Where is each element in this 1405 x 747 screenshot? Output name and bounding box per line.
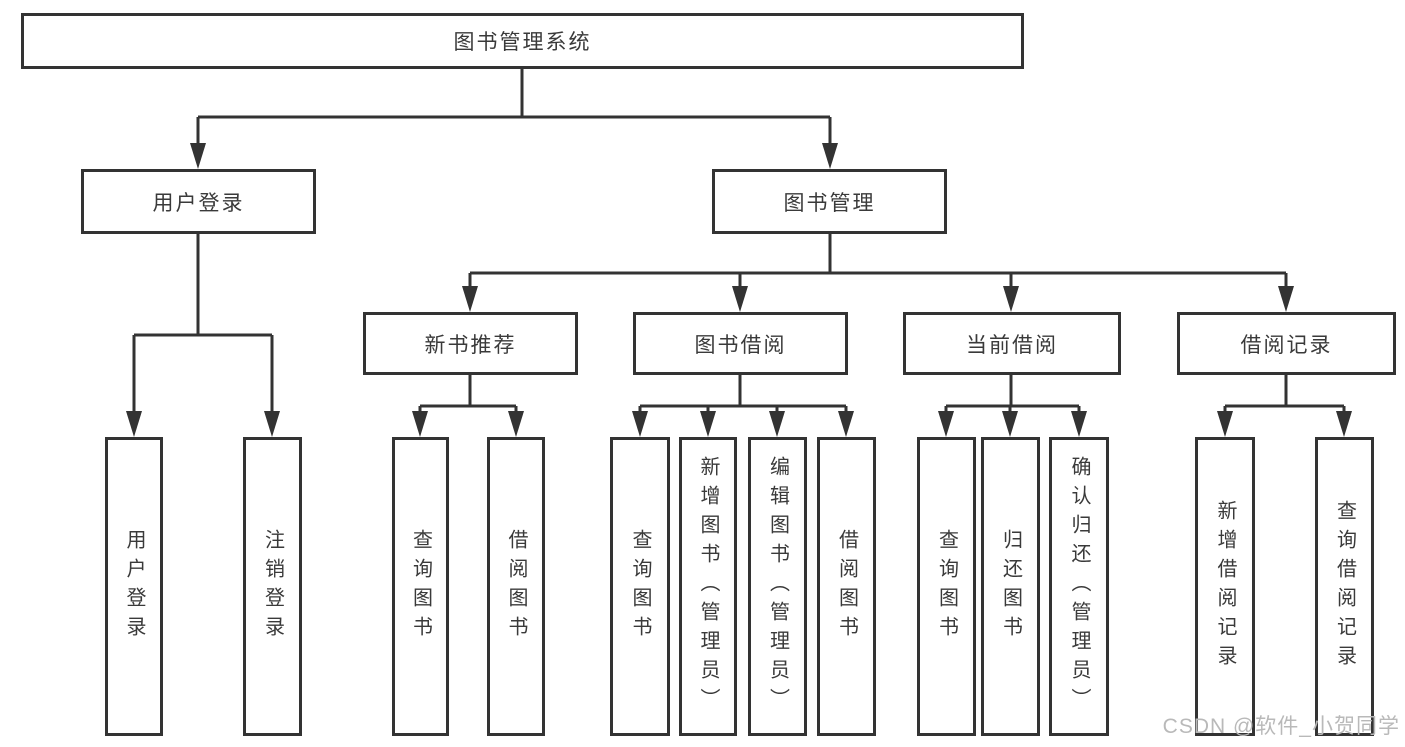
- leaf-edit-book-admin: 编辑图书（管理员）: [748, 437, 807, 736]
- leaf-add-book-admin: 新增图书（管理员）: [679, 437, 737, 736]
- arrowhead-icon: [938, 411, 954, 437]
- arrowhead-icon: [732, 286, 748, 312]
- leaf-return-book: 归还图书: [981, 437, 1040, 736]
- node-book-management: 图书管理: [712, 169, 947, 234]
- arrowhead-icon: [1071, 411, 1087, 437]
- arrowhead-icon: [264, 411, 280, 437]
- arrowhead-icon: [462, 286, 478, 312]
- arrowhead-icon: [1002, 411, 1018, 437]
- node-new-book-recommendation: 新书推荐: [363, 312, 578, 375]
- arrowhead-icon: [126, 411, 142, 437]
- arrowhead-icon: [700, 411, 716, 437]
- csdn-watermark: CSDN @软件_小贺同学: [1162, 715, 1400, 738]
- node-library-management-system: 图书管理系统: [21, 13, 1024, 69]
- arrowhead-icon: [190, 143, 206, 169]
- leaf-query-books-borrow: 查询图书: [610, 437, 670, 736]
- tree-connector-lines: [132, 69, 1346, 413]
- node-user-login: 用户登录: [81, 169, 316, 234]
- node-book-borrowing: 图书借阅: [633, 312, 848, 375]
- arrowhead-icon: [412, 411, 428, 437]
- arrowhead-icon: [1278, 286, 1294, 312]
- arrowhead-icon: [769, 411, 785, 437]
- leaf-add-borrow-record: 新增借阅记录: [1195, 437, 1255, 736]
- leaf-query-borrow-record: 查询借阅记录: [1315, 437, 1374, 736]
- leaf-confirm-return-admin: 确认归还（管理员）: [1049, 437, 1109, 736]
- arrowhead-icon: [838, 411, 854, 437]
- arrowhead-icon: [632, 411, 648, 437]
- leaf-logout: 注销登录: [243, 437, 302, 736]
- arrowhead-icon: [508, 411, 524, 437]
- node-current-borrowing: 当前借阅: [903, 312, 1121, 375]
- leaf-user-login: 用户登录: [105, 437, 163, 736]
- node-borrowing-records: 借阅记录: [1177, 312, 1396, 375]
- leaf-borrow-books-recommend: 借阅图书: [487, 437, 545, 736]
- leaf-query-books-current: 查询图书: [917, 437, 976, 736]
- arrowhead-icon: [1003, 286, 1019, 312]
- arrowheads: [126, 143, 1352, 437]
- arrowhead-icon: [822, 143, 838, 169]
- arrowhead-icon: [1336, 411, 1352, 437]
- leaf-query-books-recommend: 查询图书: [392, 437, 449, 736]
- arrowhead-icon: [1217, 411, 1233, 437]
- leaf-borrow-books: 借阅图书: [817, 437, 876, 736]
